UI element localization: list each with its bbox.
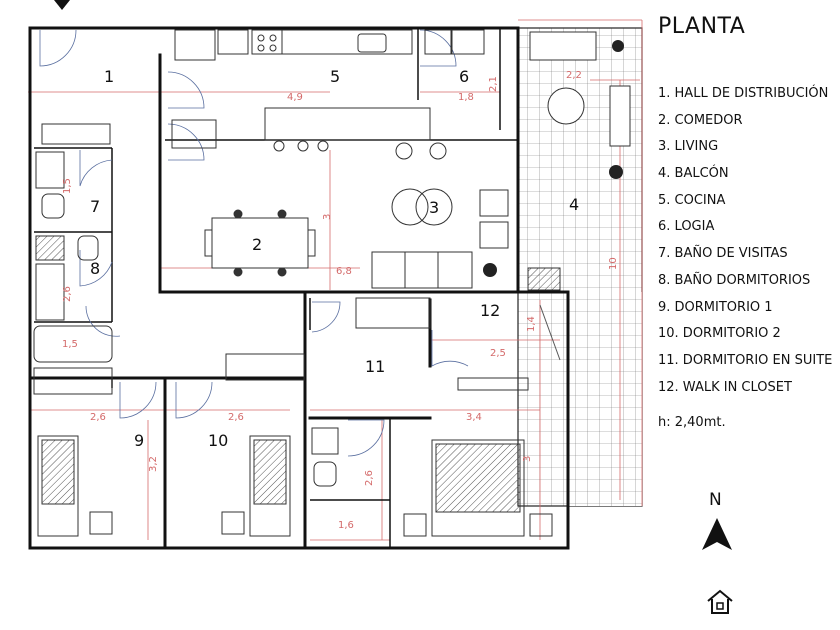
room-label-6: 6 bbox=[459, 67, 469, 86]
dim-suite-bath-width: 1,6 bbox=[338, 520, 354, 531]
legend-item: 11. DORMITORIO EN SUITE bbox=[658, 352, 833, 368]
dim-logia-depth: 2,1 bbox=[488, 76, 499, 92]
north-label: N bbox=[709, 490, 722, 510]
ceiling-height-note: h: 2,40mt. bbox=[658, 415, 726, 430]
dim-logia-width: 1,8 bbox=[458, 92, 474, 103]
legend-item: 12. WALK IN CLOSET bbox=[658, 379, 792, 395]
legend-item: 2. COMEDOR bbox=[658, 112, 743, 128]
dim-kitchen-width: 4,9 bbox=[287, 92, 303, 103]
dim-closet-width: 2,5 bbox=[490, 348, 506, 359]
room-label-4: 4 bbox=[569, 195, 579, 214]
room-label-10: 10 bbox=[208, 431, 228, 450]
legend-item: 9. DORMITORIO 1 bbox=[658, 299, 773, 315]
dim-balcony-width: 2,2 bbox=[566, 70, 582, 81]
dim-dorm2-width: 2,6 bbox=[228, 412, 244, 423]
dim-suite-width: 3,4 bbox=[466, 412, 482, 423]
dim-suite-bath-depth: 2,6 bbox=[364, 470, 375, 486]
dim-living-width: 6,8 bbox=[336, 266, 352, 277]
room-label-5: 5 bbox=[330, 67, 340, 86]
dim-closet-depth: 1,4 bbox=[526, 316, 537, 332]
legend-item: 7. BAÑO DE VISITAS bbox=[658, 246, 788, 262]
dim-balcony-depth: 10 bbox=[608, 257, 619, 270]
room-label-11: 11 bbox=[365, 357, 385, 376]
room-label-8: 8 bbox=[90, 259, 100, 278]
legend-item: 1. HALL DE DISTRIBUCIÓN bbox=[658, 86, 829, 101]
room-label-7: 7 bbox=[90, 197, 100, 216]
legend-item: 4. BALCÓN bbox=[658, 166, 729, 182]
north-arrow-icon bbox=[702, 518, 732, 550]
room-label-9: 9 bbox=[134, 431, 144, 450]
legend-list: 1. HALL DE DISTRIBUCIÓN 2. COMEDOR 3. LI… bbox=[658, 86, 832, 406]
dim-bath8-width: 1,5 bbox=[62, 339, 78, 350]
dim-dorm1-width: 2,6 bbox=[90, 412, 106, 423]
room-label-12: 12 bbox=[480, 301, 500, 320]
floor-plan: 1 2 3 4 5 6 7 8 9 10 11 12 4,9 1,8 2,1 2… bbox=[28, 19, 643, 550]
dim-bath7-depth: 1,5 bbox=[62, 178, 73, 194]
dim-suite-depth: 3 bbox=[522, 456, 533, 462]
dim-living-depth: 3 bbox=[322, 214, 333, 220]
legend-item: 10. DORMITORIO 2 bbox=[658, 326, 781, 342]
house-icon bbox=[707, 589, 733, 614]
balcony-lower-tiles bbox=[568, 292, 642, 506]
room-label-2: 2 bbox=[252, 235, 262, 254]
legend-item: 8. BAÑO DORMITORIOS bbox=[658, 272, 811, 288]
room-label-3: 3 bbox=[429, 198, 439, 217]
legend-item: 5. COCINA bbox=[658, 192, 726, 208]
legend-title: PLANTA bbox=[658, 14, 746, 39]
legend-item: 3. LIVING bbox=[658, 139, 719, 155]
legend-item: 6. LOGIA bbox=[658, 219, 715, 235]
entrance-marker-icon bbox=[54, 0, 70, 10]
room-label-1: 1 bbox=[104, 67, 114, 86]
dim-bath8-depth: 2,6 bbox=[62, 286, 73, 302]
dim-dorm1-depth: 3,2 bbox=[148, 456, 159, 472]
